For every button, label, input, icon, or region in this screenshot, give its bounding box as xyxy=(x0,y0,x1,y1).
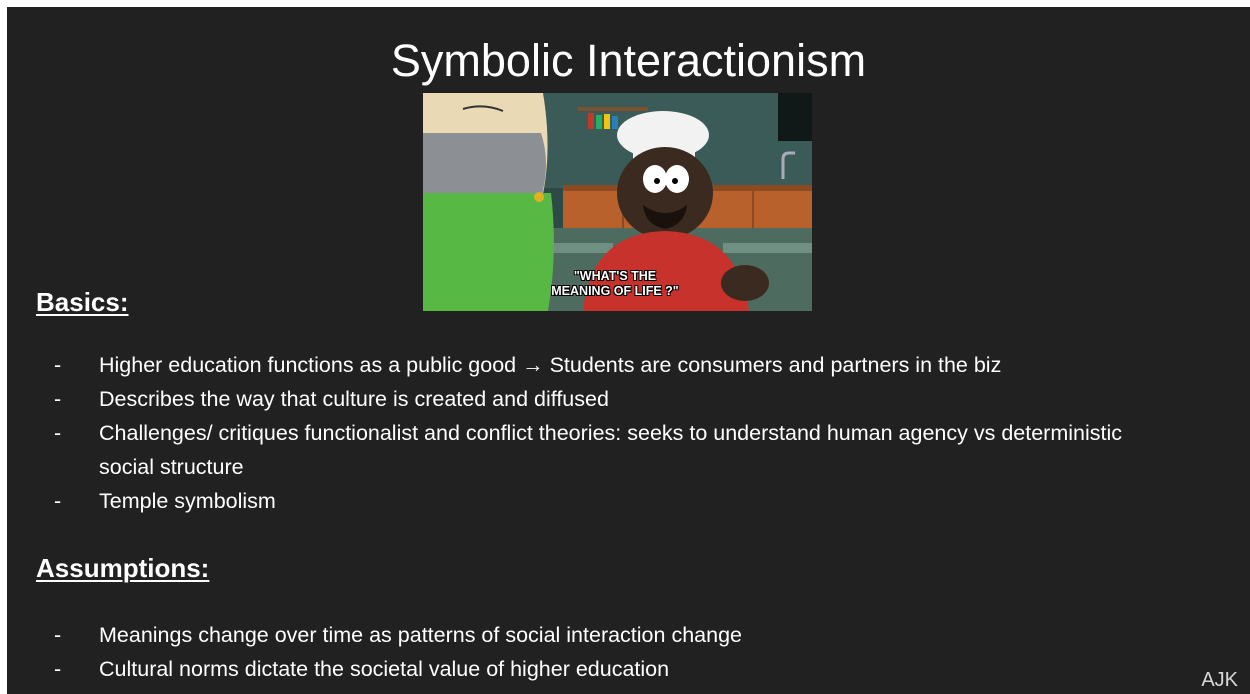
slide-title: Symbolic Interactionism xyxy=(390,35,867,86)
list-item: - Temple symbolism xyxy=(7,484,1159,518)
list-item-text: Meanings change over time as patterns of… xyxy=(99,623,742,647)
bullet-marker: - xyxy=(54,623,62,647)
list-item-text: Temple symbolism xyxy=(99,489,276,513)
image-caption-line-2: MEANING OF LIFE ?" xyxy=(551,284,679,298)
list-item: - Meanings change over time as patterns … xyxy=(7,618,1159,652)
author-initials: AJK xyxy=(1201,669,1238,691)
list-item: - Cultural norms dictate the societal va… xyxy=(7,652,1159,686)
bullet-marker: - xyxy=(54,489,62,513)
list-item-text: Challenges/ critiques functionalist and … xyxy=(99,421,1122,479)
image-caption: "WHAT'S THE MEANING OF LIFE ?" xyxy=(515,269,715,299)
assumptions-heading: Assumptions: xyxy=(36,553,210,583)
list-item-text: Higher education functions as a public g… xyxy=(99,353,1002,377)
image-caption-line-1: "WHAT'S THE xyxy=(573,269,657,283)
cartoon-scene-illustration xyxy=(423,93,812,311)
bullet-marker: - xyxy=(54,353,62,377)
list-item-text: Cultural norms dictate the societal valu… xyxy=(99,657,670,681)
bullet-marker: - xyxy=(54,387,62,411)
list-item: - Challenges/ critiques functionalist an… xyxy=(7,416,1159,484)
bullet-marker: - xyxy=(54,421,62,445)
basics-heading: Basics: xyxy=(36,287,129,317)
assumptions-list: - Meanings change over time as patterns … xyxy=(7,618,1207,686)
list-item: - Describes the way that culture is crea… xyxy=(7,382,1159,416)
list-item: - Higher education functions as a public… xyxy=(7,348,1159,382)
slide: Symbolic Interactionism xyxy=(7,7,1250,694)
basics-list: - Higher education functions as a public… xyxy=(7,348,1207,518)
meme-image: "WHAT'S THE MEANING OF LIFE ?" xyxy=(423,93,812,311)
list-item-text: Describes the way that culture is create… xyxy=(99,387,609,411)
bullet-marker: - xyxy=(54,657,62,681)
